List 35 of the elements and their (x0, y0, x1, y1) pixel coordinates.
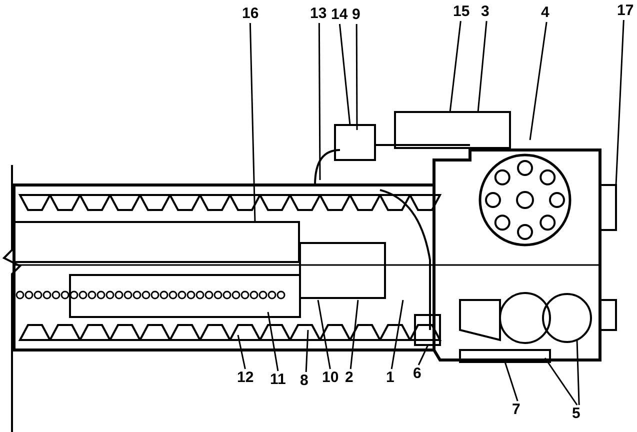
callout-number: 1 (386, 370, 394, 386)
leader-line (350, 300, 359, 370)
callout-number: 15 (453, 4, 470, 20)
callout-number: 7 (512, 402, 520, 418)
leader-line (544, 358, 578, 406)
leader-line (267, 312, 279, 372)
leader-line (390, 300, 404, 370)
callout-number: 12 (237, 370, 254, 386)
leader-line (317, 300, 331, 370)
leader-line (477, 20, 488, 112)
callout-number: 6 (413, 366, 422, 382)
leader-line (576, 340, 580, 406)
callout-number: 13 (310, 6, 327, 22)
callout-number: 8 (300, 373, 308, 389)
leader-line (237, 334, 246, 370)
leader-line (338, 24, 351, 126)
callout-number: 9 (352, 7, 360, 23)
leader-line (615, 20, 624, 186)
callout-number: 5 (572, 406, 580, 422)
callout-number: 17 (617, 3, 634, 19)
callout-number: 11 (270, 372, 286, 388)
callout-number: 14 (331, 7, 348, 23)
leader-line (318, 23, 321, 180)
leader-line (529, 22, 548, 140)
callout-number: 2 (345, 370, 354, 386)
callout-number: 10 (322, 370, 339, 386)
leader-line (449, 20, 462, 112)
leader-line (305, 330, 309, 372)
leader-line (249, 22, 256, 222)
leader-line (356, 24, 358, 130)
callout-number: 16 (242, 6, 259, 22)
leader-line (504, 362, 518, 402)
callout-number: 3 (481, 4, 490, 20)
leader-line (418, 344, 429, 366)
callout-number: 4 (541, 5, 550, 21)
